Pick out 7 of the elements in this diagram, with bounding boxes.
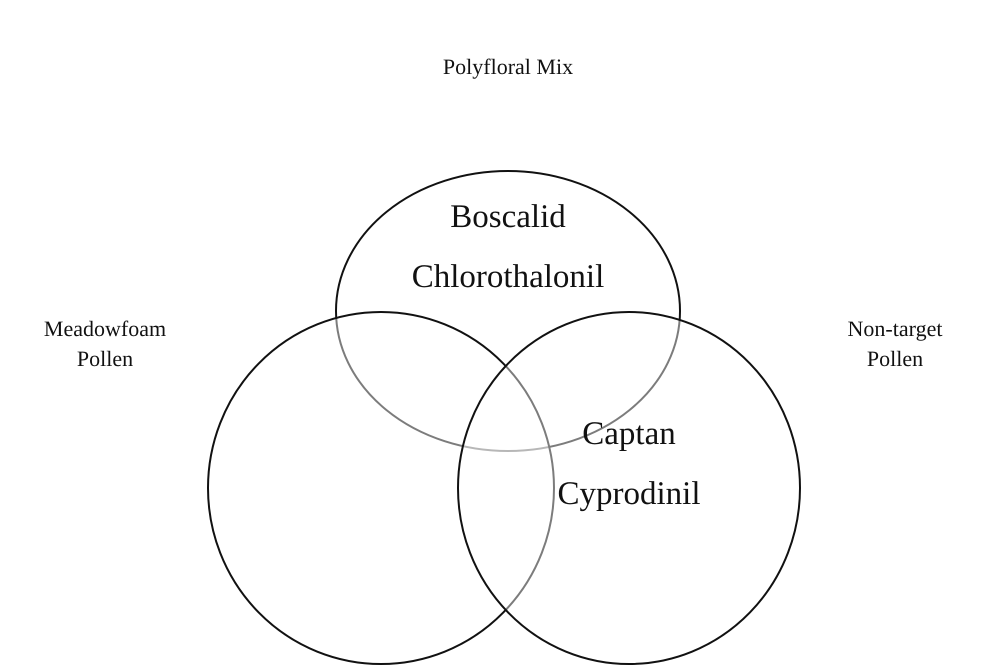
fungicide-name: Boscalid <box>450 198 566 237</box>
set-label: Polyfloral Mix <box>442 53 574 81</box>
set-label: Meadowfoam Pollen <box>42 315 168 373</box>
fungicide-name: Cyprodinil <box>558 475 700 514</box>
fungicide-name: Chlorothalonil <box>412 258 604 297</box>
set-label: Non-target Pollen <box>846 315 944 373</box>
fungicide-name: Captan <box>582 415 676 454</box>
